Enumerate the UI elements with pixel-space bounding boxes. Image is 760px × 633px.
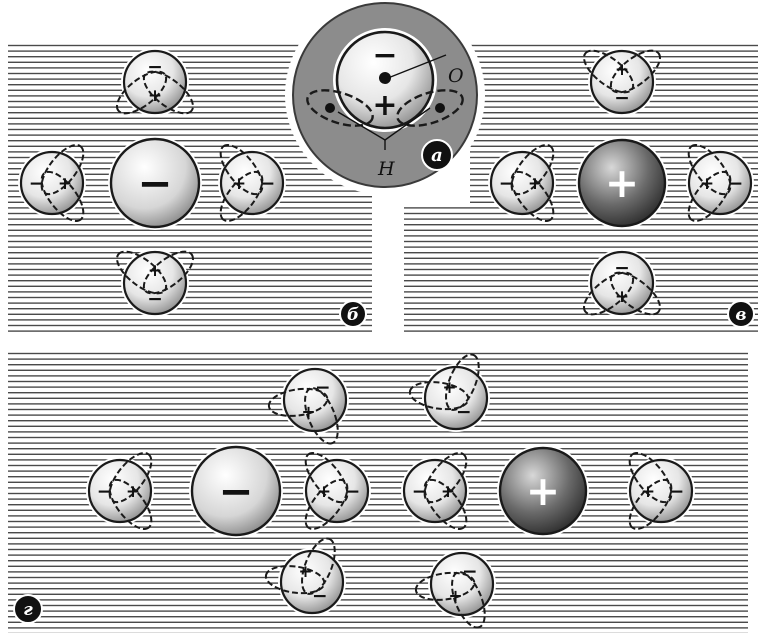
minus-sign: −	[372, 38, 397, 73]
minus-sign: −	[137, 159, 172, 208]
panel-label-a: а	[422, 140, 452, 170]
anion: −	[189, 444, 283, 538]
plus-sign: +	[301, 402, 315, 422]
plus-sign: +	[615, 287, 629, 307]
plus-sign: +	[441, 482, 455, 502]
plus-sign: +	[232, 174, 246, 194]
minus-sign: −	[614, 258, 630, 279]
panel-a: − + O H	[285, 0, 485, 195]
cation: +	[497, 445, 589, 537]
panel-label-b: б	[340, 301, 366, 327]
panel-label-b-text: б	[347, 305, 359, 325]
plus-sign: +	[58, 174, 72, 194]
plus-sign: +	[700, 174, 714, 194]
minus-sign: −	[218, 467, 253, 516]
panel-label-v-text: в	[735, 305, 746, 325]
anion: −	[108, 136, 202, 230]
oxygen-label: O	[448, 65, 464, 87]
plus-sign: +	[372, 88, 397, 123]
plus-sign: +	[442, 378, 456, 398]
panel-label-g: г	[14, 595, 42, 623]
cation: +	[576, 137, 668, 229]
plus-sign: +	[605, 159, 639, 207]
hydrogen-nucleus	[325, 103, 335, 113]
plus-sign: +	[148, 261, 162, 281]
plus-sign: +	[448, 586, 462, 606]
plus-sign: +	[528, 174, 542, 194]
hydrogen-nucleus	[435, 103, 445, 113]
plus-sign: +	[615, 60, 629, 80]
panel-label-v: в	[728, 301, 754, 327]
plus-sign: +	[526, 467, 560, 515]
panel-label-g-text: г	[23, 600, 33, 620]
hydrogen-label: H	[377, 158, 395, 180]
plus-sign: +	[298, 562, 312, 582]
plus-sign: +	[317, 482, 331, 502]
plus-sign: +	[148, 86, 162, 106]
plus-sign: +	[126, 482, 140, 502]
panel-label-a-text: а	[431, 145, 443, 166]
plus-sign: +	[641, 482, 655, 502]
minus-sign: −	[147, 57, 163, 78]
